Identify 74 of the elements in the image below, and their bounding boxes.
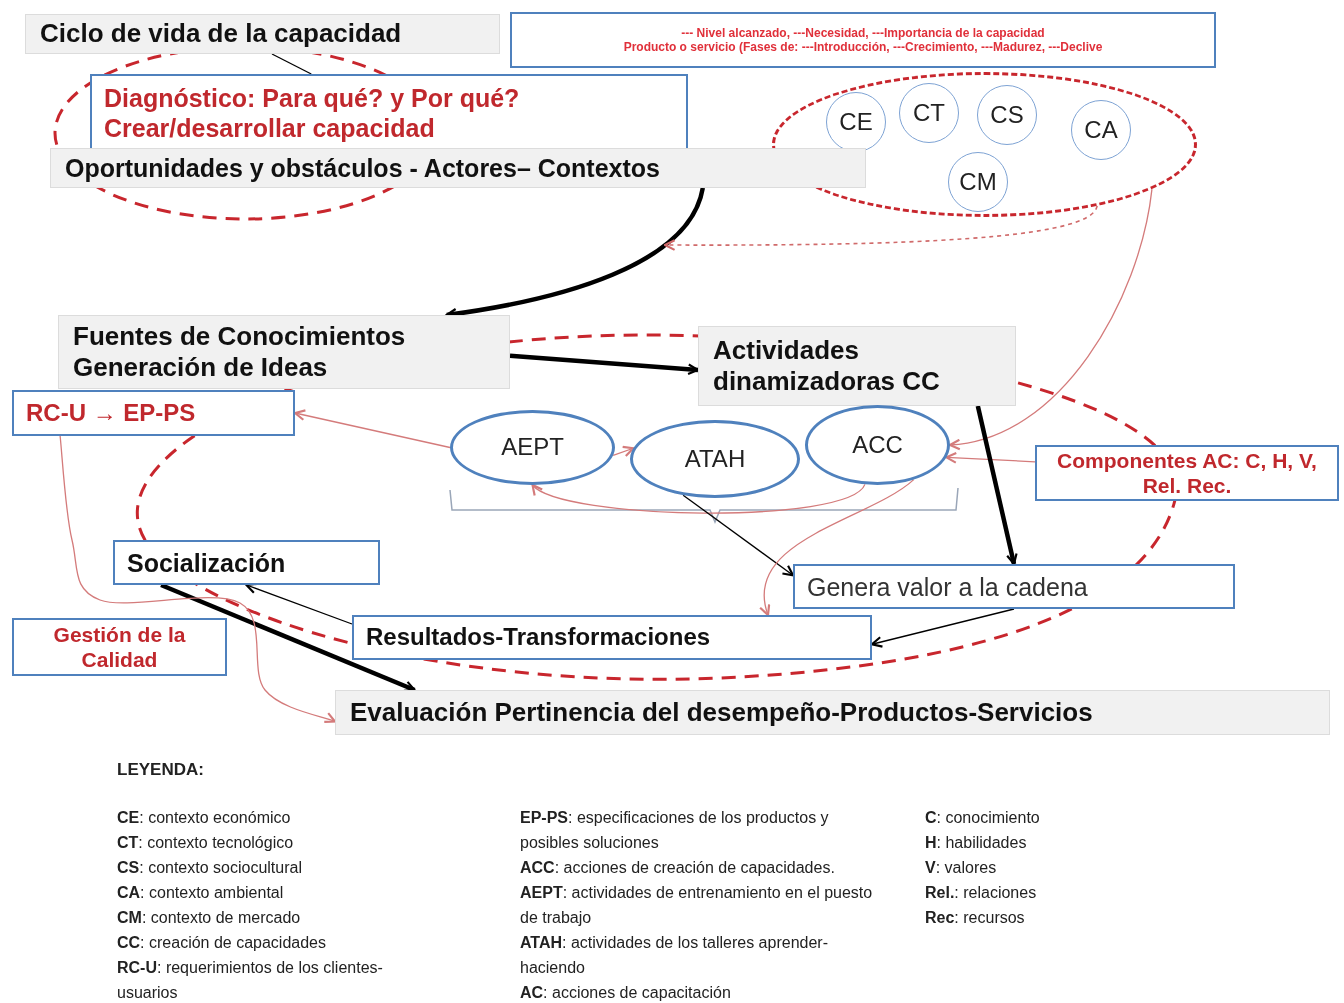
box-text: Ciclo de vida de la capacidad [40, 18, 403, 50]
title-box [25, 14, 500, 54]
process-box [113, 540, 380, 585]
legend-entry: H: habilidades [925, 833, 1028, 853]
legend-entry: EP-PS: especificaciones de los productos y posibles soluciones [520, 808, 830, 853]
arrow [663, 205, 1098, 251]
process-box [58, 315, 510, 389]
box-text: Actividades dinamizadoras CC [713, 334, 941, 398]
arrow [245, 582, 353, 625]
arrow [509, 353, 700, 376]
arrow [160, 582, 416, 693]
box-text: Generación de Ideas [73, 352, 329, 384]
box-text: Evaluación Pertinencia del desempeño-Productos-Servicios [350, 696, 1094, 729]
legend-entry: CC: creación de capacidades [117, 933, 327, 953]
legend-heading: LEYENDA: [117, 759, 205, 781]
arrow [682, 494, 795, 577]
process-box [698, 326, 1016, 406]
box-text: Socialización [127, 547, 287, 578]
context-circle [977, 85, 1037, 145]
arrow [975, 405, 1018, 566]
context-circle [899, 83, 959, 143]
arrow [293, 409, 451, 449]
process-box [1035, 445, 1339, 501]
legend-entry: V: valores [925, 858, 998, 878]
box-text: Diagnóstico: Para qué? y Por qué? Crear/desarrollar capacidad [104, 83, 521, 143]
box-text: Genera valor a la cadena [807, 571, 1089, 602]
legend-entry: CA: contexto ambiental [117, 883, 285, 903]
box-text: CS [990, 100, 1024, 130]
box-text: CA [1084, 115, 1118, 145]
box-text: ACC [852, 430, 903, 460]
context-circle [948, 152, 1008, 212]
box-text: RC-U → EP-PS [26, 398, 197, 428]
legend-entry: RC-U: requerimientos de los clientes-usuarios [117, 958, 384, 1003]
legend-entry: ATAH: actividades de los talleres aprender-haciendo [520, 933, 829, 978]
arrow [531, 483, 866, 514]
legend-entry: AC: acciones de capacitación [520, 983, 732, 1003]
note-box [510, 12, 1216, 68]
arrow [870, 608, 1015, 648]
process-box [12, 390, 295, 436]
connector-line [271, 53, 312, 75]
box-text: Producto o servicio (Fases de: ---Introducción, ---Crecimiento, ---Madurez, ---Declive [622, 40, 1104, 55]
box-text: ATAH [684, 444, 746, 474]
arrow [612, 445, 635, 458]
process-box [50, 148, 866, 188]
process-box [335, 690, 1330, 735]
process-box [793, 564, 1235, 609]
legend-entry: C: conocimiento [925, 808, 1041, 828]
box-text: Componentes AC: C, H, V, Rel. Rec. [1056, 447, 1318, 499]
box-text: CM [959, 167, 997, 197]
box-text: CT [913, 98, 945, 128]
process-box [352, 615, 872, 660]
legend-entry: ACC: acciones de creación de capacidades. [520, 858, 836, 878]
arrow [59, 435, 337, 724]
legend-entry: AEPT: actividades de entrenamiento en el puesto de trabajo [520, 883, 874, 928]
legend-entry: Rec: recursos [925, 908, 1026, 928]
box-text: Fuentes de Conocimientos [73, 320, 407, 352]
arrow [945, 451, 1036, 464]
legend-entry: CM: contexto de mercado [117, 908, 302, 928]
box-text: --- Nivel alcanzado, ---Necesidad, ---Importancia de la capacidad [680, 25, 1046, 40]
legend-entry: CE: contexto económico [117, 808, 292, 828]
box-text: CE [839, 107, 873, 137]
arrow [948, 188, 1153, 450]
legend-entry: CS: contexto sociocultural [117, 858, 303, 878]
context-circle [1071, 100, 1131, 160]
arrow [760, 479, 915, 617]
box-text: AEPT [501, 433, 564, 462]
legend-entry: Rel.: relaciones [925, 883, 1038, 903]
dashed-ellipse [772, 72, 1197, 217]
legend-entry: CT: contexto tecnológico [117, 833, 295, 853]
process-box [12, 618, 227, 676]
box-text: Gestión de la Calidad [52, 621, 187, 673]
box-text: Oportunidades y obstáculos - Actores– Contextos [65, 153, 661, 183]
box-text: Resultados-Transformaciones [366, 623, 712, 652]
context-circle [826, 92, 886, 152]
